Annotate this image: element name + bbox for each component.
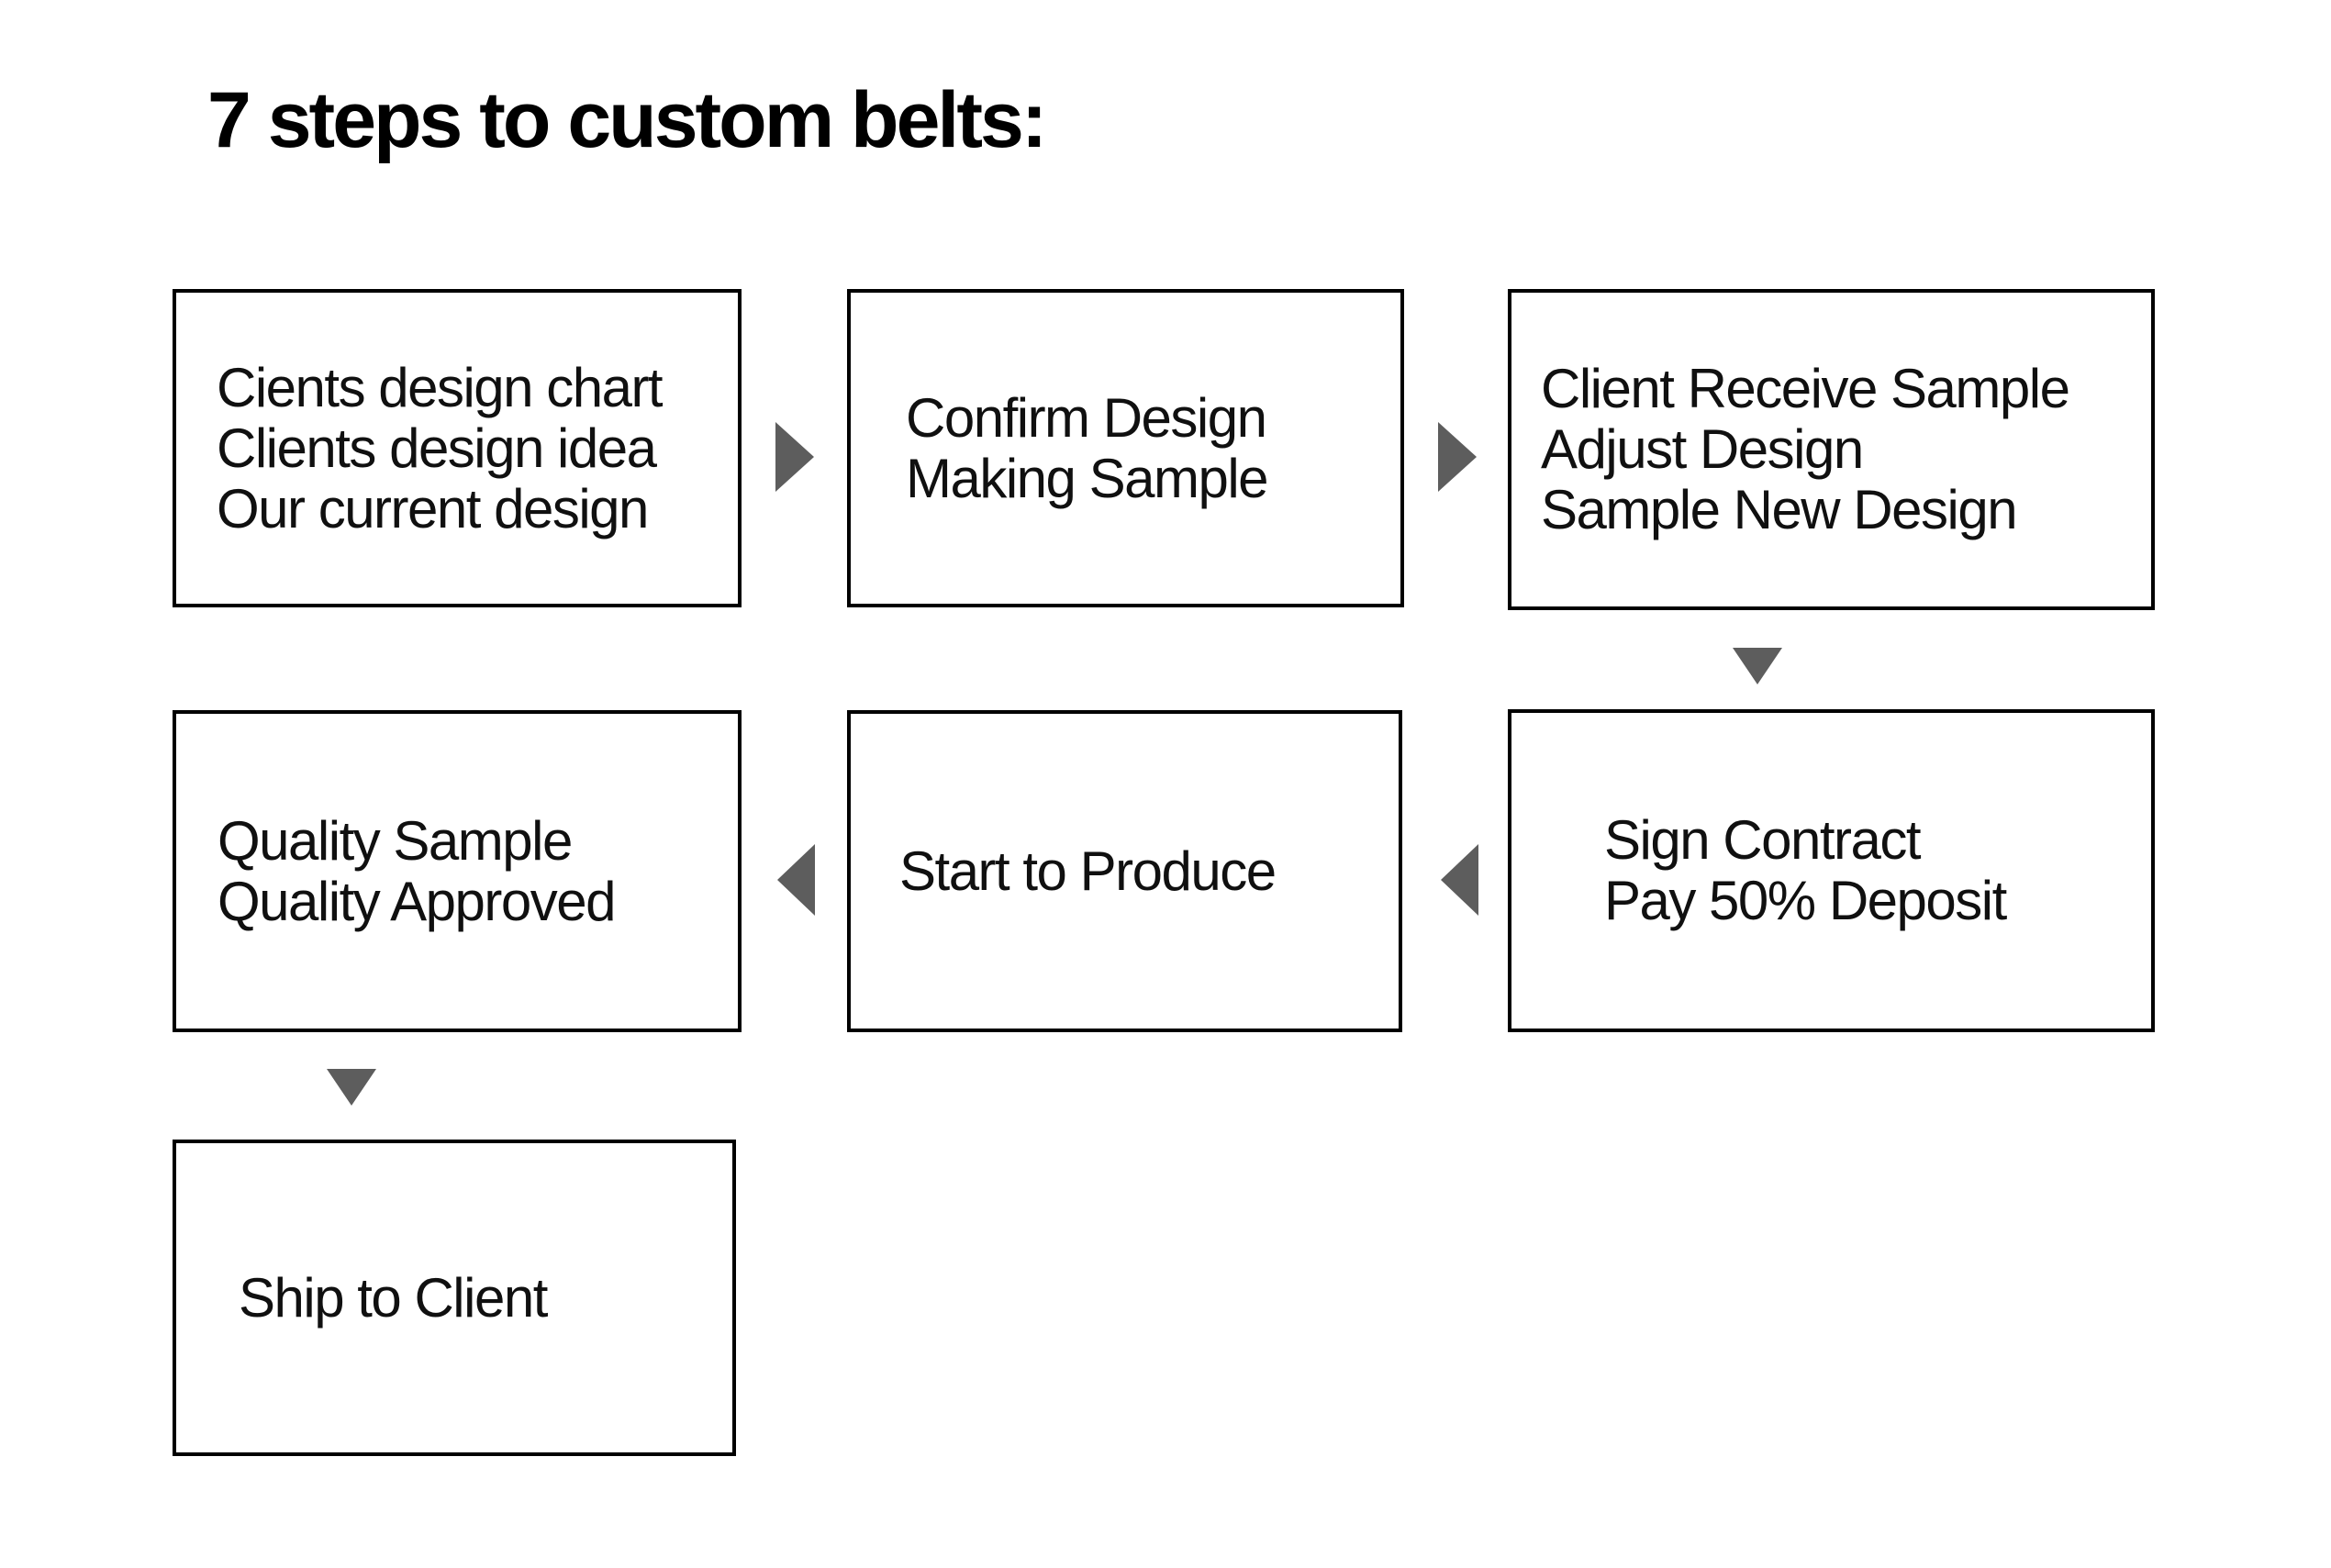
step-line: Our current design bbox=[217, 477, 649, 539]
step-line: Quality Sample bbox=[217, 809, 573, 872]
step-box-5: Start to Produce bbox=[847, 710, 1402, 1032]
step-line: Ship to Client bbox=[239, 1266, 548, 1329]
step-line: Confirm Design bbox=[906, 386, 1267, 449]
step-box-3: Client Receive Sample Adjust Design Samp… bbox=[1508, 289, 2155, 610]
step-box-7: Ship to Client bbox=[173, 1140, 736, 1456]
step-line: Start to Produce bbox=[899, 840, 1277, 902]
step-box-2: Confirm Design Making Sample bbox=[847, 289, 1404, 607]
arrow-right-icon-2 bbox=[1438, 422, 1477, 492]
step-line: Cients design chart bbox=[217, 356, 664, 418]
step-line: Making Sample bbox=[906, 447, 1269, 509]
step-line: Pay 50% Deposit bbox=[1604, 870, 2007, 931]
step-line: Clients design idea bbox=[217, 417, 657, 479]
page-title: 7 steps to custom belts: bbox=[207, 76, 1047, 164]
arrow-right-icon-1 bbox=[775, 422, 814, 492]
step-line: Adjust Design bbox=[1541, 418, 1864, 480]
arrow-down-icon-2 bbox=[327, 1069, 376, 1106]
step-line: Sign Contract bbox=[1604, 809, 1922, 871]
step-box-4: Quality Sample Quality Approved bbox=[173, 710, 742, 1032]
arrow-left-icon-2 bbox=[777, 844, 815, 916]
step-line: Quality Approved bbox=[217, 870, 616, 932]
arrow-down-icon-1 bbox=[1733, 648, 1782, 684]
step-line: Client Receive Sample bbox=[1541, 358, 2070, 419]
arrow-left-icon-1 bbox=[1441, 844, 1478, 916]
step-box-1: Cients design chart Clients design idea … bbox=[173, 289, 742, 607]
step-box-6: Sign Contract Pay 50% Deposit bbox=[1508, 709, 2155, 1032]
step-line: Sample New Design bbox=[1541, 479, 2018, 540]
